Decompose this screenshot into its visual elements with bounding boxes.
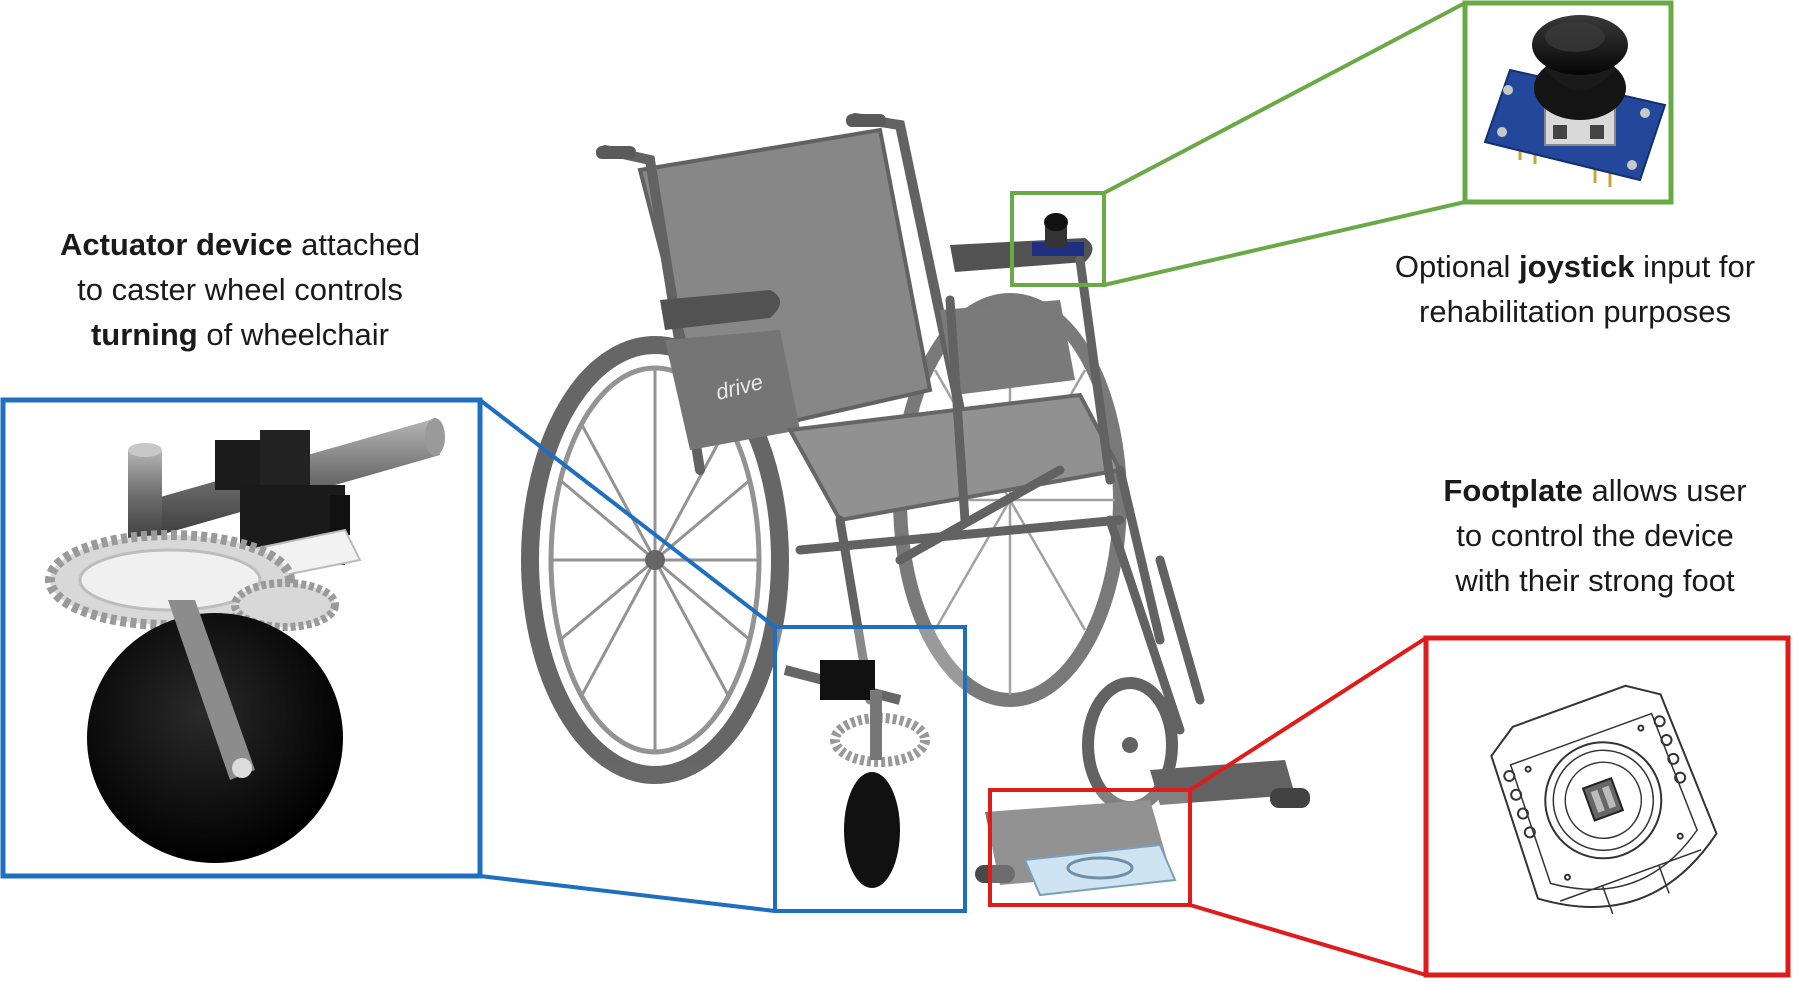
footplate-callout (988, 635, 1791, 978)
joystick-caption: Optional joystick input for rehabilitati… (1365, 244, 1785, 334)
actuator-caption-bold: Actuator device (59, 227, 293, 262)
actuator-caption-line2: to caster wheel controls (77, 272, 403, 307)
actuator-caption-line3: turning of wheelchair (20, 312, 460, 357)
actuator-caption-text3: of wheelchair (197, 317, 390, 352)
joystick-module-photo (1483, 15, 1667, 187)
actuator-connector-top (478, 398, 777, 629)
footplate-caption-line2: to control the device (1456, 518, 1734, 553)
footplate-caption: Footplate allows user to control the dev… (1400, 468, 1790, 603)
joystick-caption-text1: Optional (1394, 249, 1519, 284)
mini-actuator-render (783, 660, 930, 888)
footplate-caption-bold: Footplate (1443, 473, 1583, 508)
footplate-caption-text1: allows user (1582, 473, 1747, 508)
actuator-caption-text1: attached (292, 227, 421, 262)
footplate-connector-top (1188, 636, 1428, 792)
joystick-connector-bottom (1103, 200, 1466, 287)
actuator-caption: Actuator device attached to caster wheel… (20, 222, 460, 357)
actuator-caption-bold2: turning (90, 317, 198, 352)
joystick-connector-top (1103, 1, 1466, 195)
footplate-drawing (1490, 684, 1718, 915)
mini-joystick (1032, 213, 1084, 256)
mini-footplate (1023, 843, 1177, 897)
footplate-connector-bottom (1189, 903, 1427, 977)
actuator-caption-line1: Actuator device attached (20, 222, 460, 267)
footplate-caption-line3: with their strong foot (1455, 563, 1735, 598)
caster-actuator-render (45, 418, 445, 863)
actuator-connector-bottom (479, 874, 776, 913)
joystick-caption-bold: joystick (1519, 249, 1635, 284)
joystick-callout (1010, 0, 1674, 287)
actuator-callout (0, 397, 967, 913)
joystick-caption-line2: rehabilitation purposes (1419, 294, 1731, 329)
wheelchair-illustration: drive (521, 113, 1310, 885)
footplate-caption-line1: Footplate allows user (1400, 468, 1790, 513)
joystick-caption-line1: Optional joystick input for (1365, 244, 1785, 289)
joystick-caption-text2: input for (1634, 249, 1756, 284)
joystick-small-box (1010, 191, 1106, 287)
